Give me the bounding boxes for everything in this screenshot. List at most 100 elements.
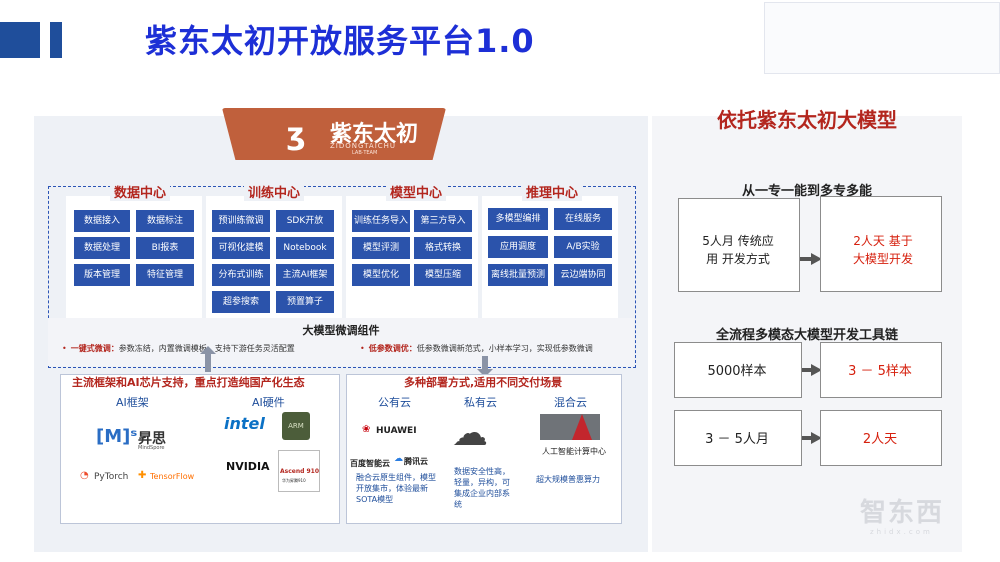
module-item: 多模型编排 bbox=[488, 208, 548, 230]
time-after-box bbox=[820, 410, 942, 466]
public-cloud-desc: 融合云原生组件，模型开放集市，体验最新SOTA模型 bbox=[356, 473, 436, 504]
tensorflow-logo-icon: ✚ bbox=[138, 470, 147, 481]
module-item: 云边端协同 bbox=[554, 264, 612, 286]
module-item: 数据接入 bbox=[74, 210, 130, 232]
advantages-panel bbox=[652, 116, 962, 552]
huawei-logo-icon: ❀ bbox=[362, 424, 371, 435]
ascend-chip-icon bbox=[278, 450, 320, 492]
tencent-logo-icon: ☁ bbox=[394, 454, 403, 464]
arrow-right-icon bbox=[811, 253, 822, 265]
modules-frame bbox=[48, 186, 636, 368]
tuning-title: 大模型微调组件 bbox=[302, 324, 380, 337]
module-item: SDK开放 bbox=[276, 210, 334, 232]
advantages-title: 依托紫东太初大模型 bbox=[717, 108, 897, 132]
tuning-item-one-click: •一键式微调：参数冻结，内置微调模板，支持下游任务灵活配置 bbox=[62, 344, 295, 353]
module-item: BI报表 bbox=[136, 237, 194, 259]
logo-pinyin: ZIDONGTAICHU bbox=[330, 142, 397, 150]
watermark-logo: 智东西 bbox=[860, 498, 945, 528]
module-item: 预置算子 bbox=[276, 291, 334, 313]
down-arrow-head-icon bbox=[477, 369, 493, 377]
module-title: 模型中心 bbox=[386, 182, 447, 201]
deployment-title: 多种部署方式,适用不同交付场景 bbox=[404, 376, 563, 389]
deployment-box bbox=[346, 374, 622, 524]
model-dev-text: 2人天 基于大模型开发 bbox=[852, 234, 913, 266]
time-before-box bbox=[674, 410, 802, 466]
module-item: 模型压缩 bbox=[414, 264, 472, 286]
header-accent-bar-thin bbox=[50, 22, 62, 58]
private-cloud-desc: 数据安全性高，轻量，异构，可集成企业内部系统 bbox=[454, 467, 510, 509]
module-item: 分布式训练 bbox=[212, 264, 270, 286]
traditional-dev-text: 5人月 传统应用 开发方式 bbox=[702, 234, 774, 266]
module-item: 在线服务 bbox=[554, 208, 612, 230]
traditional-dev-box bbox=[678, 198, 800, 292]
arrow-shaft-icon bbox=[802, 368, 813, 372]
samples-before-box bbox=[674, 342, 802, 398]
logo-emblem-icon: ʒ bbox=[286, 117, 306, 152]
hybrid-cloud-heading: 混合云 bbox=[554, 396, 587, 409]
hybrid-center-name: 人工智能计算中心 bbox=[542, 447, 606, 456]
advantages-subtitle: 从一专一能到多专多能 bbox=[741, 184, 872, 199]
hardware-heading: AI硬件 bbox=[252, 396, 285, 409]
datacenter-mark-icon bbox=[572, 414, 592, 440]
time-before-text: 3 － 5人月 bbox=[705, 432, 769, 447]
arrow-right-icon bbox=[811, 364, 822, 376]
header-accent-bar bbox=[0, 22, 40, 58]
module-item: 格式转换 bbox=[414, 237, 472, 259]
ascend-sub: 华为昇腾910 bbox=[282, 478, 306, 483]
tuning-item-label: 一键式微调： bbox=[70, 344, 119, 353]
nvidia-logo: NVIDIA bbox=[226, 460, 270, 473]
toolchain-subtitle: 全流程多模态大模型开发工具链 bbox=[715, 328, 898, 343]
module-item: 特征管理 bbox=[136, 264, 194, 286]
public-cloud-heading: 公有云 bbox=[378, 396, 411, 409]
tuning-item-text: 低参数微调新范式，小样本学习，实现低参数微调 bbox=[416, 344, 593, 353]
intel-logo: intel bbox=[224, 414, 265, 433]
module-item: 应用调度 bbox=[488, 236, 548, 258]
private-cloud-heading: 私有云 bbox=[464, 396, 497, 409]
module-title: 数据中心 bbox=[110, 182, 171, 201]
module-item: 可视化建模 bbox=[212, 237, 270, 259]
baidu-name: 百度智能云 bbox=[350, 459, 390, 468]
ecosystem-box bbox=[60, 374, 340, 524]
up-arrow-head-icon bbox=[200, 346, 216, 354]
mindspore-name: 昇思 bbox=[138, 431, 166, 447]
ecosystem-title: 主流框架和AI芯片支持，重点打造纯国产化生态 bbox=[72, 376, 305, 389]
samples-after-box bbox=[820, 342, 942, 398]
module-item: 版本管理 bbox=[74, 264, 130, 286]
module-item: 数据处理 bbox=[74, 237, 130, 259]
down-arrow-icon bbox=[482, 356, 488, 370]
module-item: 超参搜索 bbox=[212, 291, 270, 313]
pytorch-logo-icon: ◔ bbox=[80, 470, 89, 481]
pytorch-name: PyTorch bbox=[94, 472, 129, 482]
module-item: 预训练微调 bbox=[212, 210, 270, 232]
model-dev-box bbox=[820, 196, 942, 292]
watermark-sub: zhidx.com bbox=[870, 528, 933, 536]
arm-chip-icon: ARM bbox=[282, 412, 310, 440]
arrow-right-icon bbox=[811, 432, 822, 444]
ascend-name: Ascend 910 bbox=[280, 468, 320, 475]
frameworks-heading: AI框架 bbox=[116, 396, 149, 409]
logo-subtext: LAB·TEAM bbox=[352, 150, 378, 156]
module-item: 数据标注 bbox=[136, 210, 194, 232]
module-item: Notebook bbox=[276, 237, 334, 259]
tuning-item-label: 低参数调优： bbox=[368, 344, 417, 353]
huawei-name: HUAWEI bbox=[376, 426, 417, 436]
logo-banner bbox=[222, 108, 446, 160]
module-item: A/B实验 bbox=[554, 236, 612, 258]
tuning-item-low-param: •低参数调优：低参数微调新范式，小样本学习，实现低参数微调 bbox=[360, 344, 593, 353]
page-title: 紫东太初开放服务平台1.0 bbox=[145, 22, 535, 60]
mindspore-logo-icon: [M]ˢ bbox=[96, 426, 138, 447]
module-item: 离线批量预测 bbox=[488, 264, 548, 286]
header-blank-box bbox=[764, 2, 1000, 74]
module-item: 训练任务导入 bbox=[352, 210, 410, 232]
cloud-icon: ☁ bbox=[452, 413, 488, 454]
module-title: 推理中心 bbox=[522, 182, 583, 201]
arrow-shaft-icon bbox=[800, 257, 813, 261]
tencent-name: 腾讯云 bbox=[404, 457, 428, 466]
up-arrow-icon bbox=[205, 352, 211, 372]
module-item: 主流AI框架 bbox=[276, 264, 334, 286]
hybrid-cloud-desc: 超大规模普惠算力 bbox=[536, 475, 600, 484]
module-item: 第三方导入 bbox=[414, 210, 472, 232]
samples-after-text: 3 － 5样本 bbox=[848, 364, 912, 379]
arrow-shaft-icon bbox=[802, 436, 813, 440]
tuning-component-box bbox=[48, 318, 634, 366]
